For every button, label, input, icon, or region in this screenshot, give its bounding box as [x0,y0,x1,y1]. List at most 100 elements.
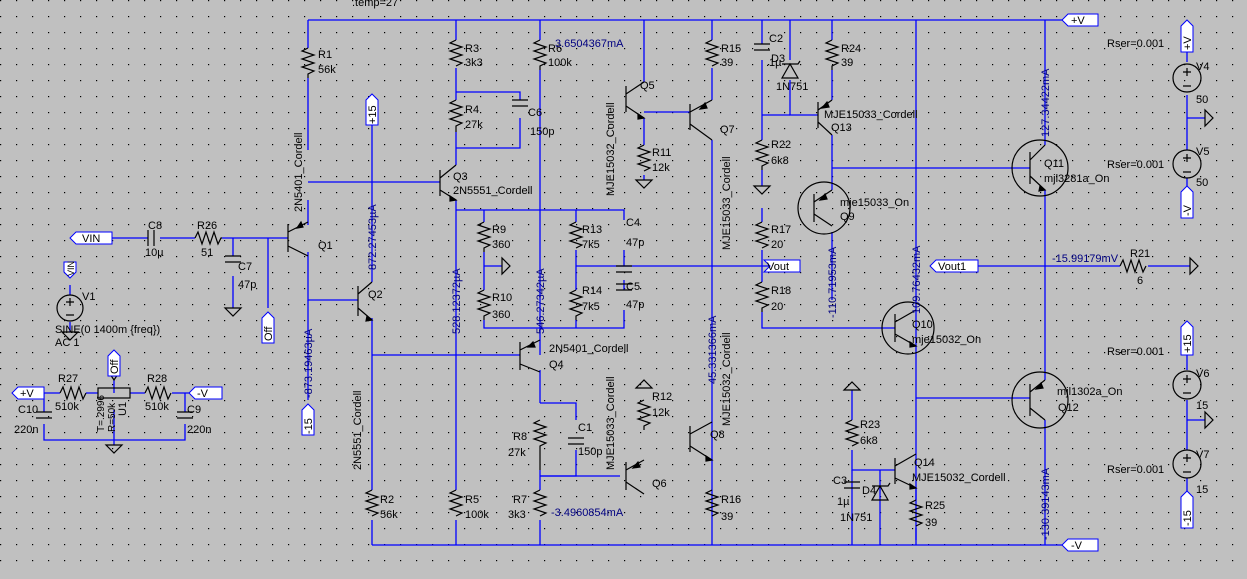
v5-rser: Rser=0.001 [1107,159,1164,171]
q9-name: Q9 [840,211,855,223]
label-off-pot: Off [109,359,121,374]
flag-p15 [365,93,379,126]
r26-name: R26 [197,220,217,232]
r11-name: R11 [652,147,671,159]
label-vout1: Vout1 [938,261,966,273]
flag-minus-v-supply [1180,185,1194,219]
v6-value: 15 [1196,400,1208,412]
r5-name: R5 [465,494,479,506]
flag-labels: +V -V VIN Vout Vout1 +V -V +15 -15 Off O… [20,15,1194,552]
c10-name: C10 [18,404,38,416]
r24-value: 39 [841,57,853,69]
q8-name: Q8 [710,429,725,441]
q12-model: mjl1302a_On [1057,386,1122,398]
r10-name: R10 [492,292,512,304]
r17-name: R17 [771,224,791,236]
r3-value: 3k3 [465,57,483,69]
label-p15: +15 [367,105,379,124]
label-minus-v-supply: -V [1182,204,1194,216]
r5-value: 100k [465,509,489,521]
q1-name: Q1 [318,240,333,252]
c3-value: 1µ [837,496,850,508]
label-m15: -15 [303,418,315,434]
flag-m15-supply [1180,490,1194,529]
q4-model: 2N5401_Cordell [549,343,629,355]
v5-name: V5 [1196,146,1209,158]
q6-model: MJE15033_Cordell [605,376,617,470]
c8-name: C8 [148,220,162,232]
q13-name: Q13 [831,122,852,134]
r6-name: R6 [548,43,562,55]
net-flags [11,13,1194,552]
c9-value: 220n [187,424,211,436]
label-vin-v1: VIN [66,261,76,276]
current-q11: 127.34422mA [1040,68,1052,137]
v6-name: V6 [1196,368,1209,380]
r13-value: 7k5 [582,239,600,251]
q13-model: MJE15033_Cordell [824,109,918,121]
flag-vin [69,231,113,245]
q7-name: Q7 [720,124,735,136]
d3-value: 1N751 [776,81,808,93]
q5-model: MJE15032_Cordell [605,102,617,196]
ground-symbols [60,108,1214,454]
u1-t: T=.2996 [96,395,107,432]
r14-name: R14 [582,285,602,297]
current-q9: -110.71953mA [827,246,839,318]
r25-name: R25 [925,500,945,512]
c7-name: C7 [238,261,252,273]
flag-m15 [301,403,315,436]
current-r10: 546.27342µA [535,268,547,334]
c7-value: 47p [238,279,256,291]
q12-name: Q12 [1058,402,1079,414]
flag-plus-v-left [11,386,45,400]
v7-name: V7 [1196,449,1209,461]
r15-name: R15 [721,43,741,55]
current-q10: 109.76432mA [911,245,923,314]
r1-name: R1 [318,49,332,61]
flag-p15-supply [1180,320,1194,356]
q9-model: mje15033_On [840,197,909,209]
label-m15-supply: -15 [1182,510,1194,526]
r12-value: 12k [652,407,670,419]
transistors [287,81,1069,495]
r2-value: 56k [380,509,398,521]
u1-name: U1 [117,402,129,416]
label-plus-v-left: +V [20,388,34,400]
label-minus-v-left: -V [197,388,209,400]
q5-name: Q5 [640,80,655,92]
flag-minus-v-left [188,386,223,400]
r18-name: R18 [771,285,791,297]
r21-name: R21 [1130,248,1150,260]
c5-value: 47p [626,299,644,311]
r23-name: R23 [860,419,880,431]
q8-model: MJE15032_Cordell [721,332,733,426]
c4-value: 47p [626,237,644,249]
q14-name: Q14 [914,457,935,469]
q3-model: 2N5551_Cordell [453,185,533,197]
r11-value: 12k [652,162,670,174]
r7-value: 3k3 [508,509,526,521]
label-plus-v-top: +V [1071,15,1085,27]
r23-value: 6k8 [860,435,878,447]
r6-value: 100k [548,57,572,69]
d4-value: 1N751 [840,512,872,524]
v1-value: SINE(0 1400m {freq}) [55,324,160,336]
r1-value: 56k [318,64,336,76]
resistors [59,39,1147,527]
diodes [780,60,891,501]
label-plus-v-supply: +V [1182,36,1194,50]
r28-value: 510k [145,401,169,413]
flag-minus-v-bottom [1061,538,1099,552]
spice-directive: .temp=27 [352,0,398,9]
r17-value: 20 [771,239,783,251]
c1-name: C1 [578,422,592,434]
r27-name: R27 [58,373,78,385]
flag-plus-v-supply [1180,19,1194,53]
q2-model: 2N5551_Cordell [352,391,364,471]
d4-name: D4 [862,485,876,497]
v1-ac: AC 1 [55,337,79,349]
v7-rser: Rser=0.001 [1107,464,1164,476]
c4-name: C4 [626,217,640,229]
